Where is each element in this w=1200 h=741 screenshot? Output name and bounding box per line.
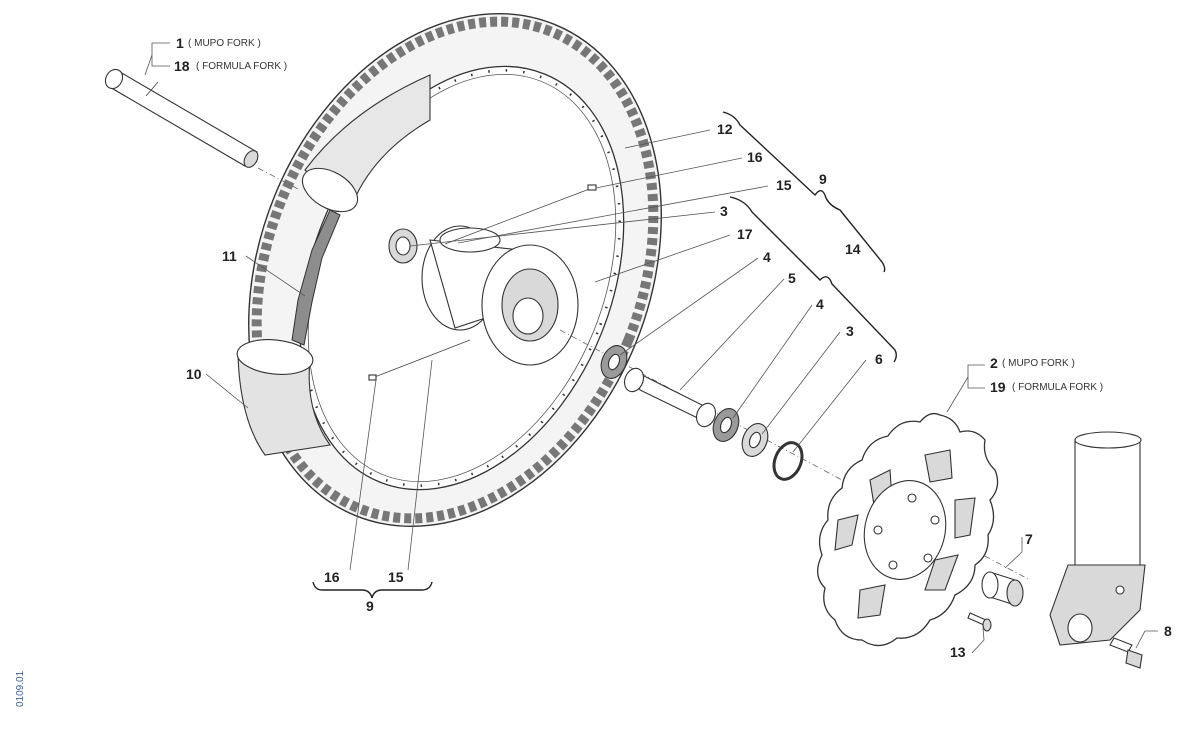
label-15-lower: 15 bbox=[388, 569, 404, 585]
brace-9-upper bbox=[722, 111, 886, 273]
label-1-note: ( MUPO FORK ) bbox=[188, 38, 261, 49]
inner-tube-lower bbox=[237, 354, 331, 456]
brace-14 bbox=[729, 196, 897, 363]
bearing-3-right bbox=[741, 423, 769, 457]
rim-band bbox=[291, 209, 341, 346]
label-16-lower: 16 bbox=[324, 569, 340, 585]
label-4-lower: 4 bbox=[816, 296, 824, 312]
inner-tube-lower-end bbox=[236, 339, 314, 375]
washer-4-right bbox=[712, 408, 740, 442]
braces bbox=[312, 111, 897, 599]
label-19-note: ( FORMULA FORK ) bbox=[1012, 382, 1103, 393]
label-9-lower: 9 bbox=[366, 598, 374, 614]
label-16-upper: 16 bbox=[747, 149, 763, 165]
label-3-lower: 3 bbox=[846, 323, 854, 339]
label-12: 12 bbox=[717, 121, 733, 137]
label-17: 17 bbox=[737, 226, 753, 242]
label-3-upper: 3 bbox=[720, 203, 728, 219]
spoke-nipple-lower bbox=[368, 374, 377, 381]
hub bbox=[421, 225, 579, 366]
fork-leg bbox=[1049, 431, 1146, 646]
callout-labels: 1 ( MUPO FORK ) 18 ( FORMULA FORK ) 12 1… bbox=[174, 35, 1172, 660]
axle-centerline bbox=[257, 167, 301, 191]
label-6: 6 bbox=[875, 351, 883, 367]
inner-tube-upper-end bbox=[301, 167, 359, 213]
label-18-note: ( FORMULA FORK ) bbox=[196, 61, 287, 72]
spoke-nipple-upper bbox=[587, 184, 597, 191]
brake-disc bbox=[817, 412, 999, 647]
spoke-lower bbox=[371, 339, 471, 379]
spoke-upper bbox=[444, 187, 593, 245]
label-11: 11 bbox=[222, 248, 237, 264]
circlip-6 bbox=[772, 441, 804, 481]
axle-bolt bbox=[1109, 637, 1143, 669]
label-15-upper: 15 bbox=[776, 177, 792, 193]
spoke-hole-ring bbox=[303, 69, 621, 487]
label-18: 18 bbox=[174, 58, 190, 74]
label-9-upper: 9 bbox=[819, 171, 827, 187]
label-5: 5 bbox=[788, 270, 796, 286]
brace-9-lower bbox=[312, 581, 433, 599]
disc-bolt bbox=[967, 612, 992, 632]
spacer-5 bbox=[623, 367, 717, 428]
hub-bearing-left bbox=[388, 228, 418, 264]
leader-lines bbox=[144, 42, 1158, 654]
label-19: 19 bbox=[990, 379, 1006, 395]
label-7: 7 bbox=[1025, 531, 1033, 547]
washer-4-left bbox=[600, 345, 628, 379]
label-2-note: ( MUPO FORK ) bbox=[1002, 358, 1075, 369]
label-1: 1 bbox=[176, 35, 184, 51]
tyre-tread bbox=[251, 16, 659, 524]
front-wheel bbox=[236, 12, 662, 528]
label-10: 10 bbox=[186, 366, 202, 382]
spacer-7 bbox=[981, 571, 1024, 607]
label-2: 2 bbox=[990, 355, 998, 371]
label-14: 14 bbox=[845, 241, 861, 257]
label-8: 8 bbox=[1164, 623, 1172, 639]
label-13: 13 bbox=[950, 644, 966, 660]
axle bbox=[104, 68, 259, 168]
drawing-code: 0109.01 bbox=[15, 670, 26, 707]
label-4-upper: 4 bbox=[763, 249, 771, 265]
